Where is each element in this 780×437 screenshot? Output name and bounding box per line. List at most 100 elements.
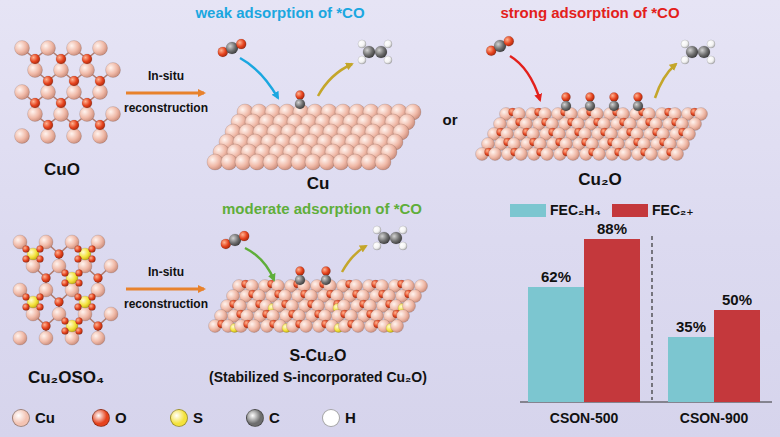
atom-swatch <box>170 409 188 427</box>
atom-sphere <box>55 250 64 259</box>
atom-sphere <box>94 322 103 331</box>
legend-text: Cu <box>35 409 55 426</box>
label-text: 50% <box>722 291 752 308</box>
atom-sphere <box>295 99 305 109</box>
atom-sphere <box>296 91 305 100</box>
atom-sphere <box>28 63 43 78</box>
atom-sphere <box>15 41 30 56</box>
atom-swatch <box>322 409 340 427</box>
atom-sphere <box>28 107 43 122</box>
atom-sphere <box>300 320 313 333</box>
label-text: Cu₂OSO₄ <box>28 368 104 388</box>
atom-sphere <box>277 154 293 170</box>
atom-swatch <box>246 409 264 427</box>
chart-divider <box>651 236 652 400</box>
atom-sphere <box>69 76 79 86</box>
atom-sphere <box>104 307 118 321</box>
atom-sphere <box>37 294 44 301</box>
label-text: CSON-900 <box>680 410 748 426</box>
atom-sphere <box>95 76 105 86</box>
label-text: 35% <box>676 318 706 335</box>
legend-swatch <box>510 204 546 217</box>
atom-sphere <box>375 46 387 58</box>
atom-sphere <box>13 331 27 345</box>
atom-sphere <box>681 40 689 48</box>
label-text: In-situ <box>148 70 184 84</box>
atom-sphere <box>378 232 390 244</box>
atom-sphere <box>384 56 392 64</box>
legend-text: C <box>269 409 280 426</box>
atom-sphere <box>23 294 30 301</box>
label-text: Cu₂O <box>578 170 621 190</box>
atom-sphere <box>76 270 83 277</box>
reaction-arrow <box>655 64 676 98</box>
atom-sphere <box>30 54 40 64</box>
atom-sphere <box>352 320 365 333</box>
bar-c2plus <box>584 239 640 402</box>
atom-sphere <box>80 63 95 78</box>
atom-sphere <box>82 54 92 64</box>
legend-text: H <box>345 409 356 426</box>
label-text: 88% <box>597 220 627 237</box>
atom-sphere <box>54 63 69 78</box>
atom-sphere <box>384 40 392 48</box>
legend-text: O <box>115 409 127 426</box>
atom-sphere <box>373 226 381 234</box>
atom-sphere <box>361 154 377 170</box>
atom-sphere <box>75 246 82 253</box>
atom-sphere <box>30 98 40 108</box>
atom-sphere <box>399 242 407 250</box>
reaction-arrow <box>510 56 540 100</box>
atom-swatch <box>92 409 110 427</box>
atom-sphere <box>76 328 83 335</box>
label-text: (Stabilized S-incorporated Cu₂O) <box>209 369 427 385</box>
atom-sphere <box>41 41 56 56</box>
atom-sphere <box>707 40 715 48</box>
atom-sphere <box>39 331 53 345</box>
atom-sphere <box>55 298 64 307</box>
atom-sphere <box>106 107 121 122</box>
atom-sphere <box>249 154 265 170</box>
label-text: 62% <box>541 268 571 285</box>
reaction-arrow <box>245 248 274 280</box>
atom-sphere <box>221 154 237 170</box>
atom-sphere <box>609 101 619 111</box>
atom-sphere <box>686 46 698 58</box>
atom-sphere <box>43 120 53 130</box>
label-text: In-situ <box>148 266 184 280</box>
atom-sphere <box>296 267 305 276</box>
atom-sphere <box>41 129 56 144</box>
atom-sphere <box>322 267 331 276</box>
label-text: Cu <box>307 174 330 194</box>
atom-sphere <box>41 85 56 100</box>
reconstruction-arrow <box>126 288 204 291</box>
atom-sphere <box>236 39 246 49</box>
atom-sphere <box>67 85 82 100</box>
atom-sphere <box>610 93 619 102</box>
label-text: or <box>443 111 458 128</box>
label-text: reconstruction <box>124 102 208 116</box>
atom-sphere <box>56 54 66 64</box>
bar-c2plus <box>714 310 760 402</box>
atom-sphere <box>69 120 79 130</box>
atom-sphere <box>319 154 335 170</box>
atom-sphere <box>504 36 514 46</box>
atom-sphere <box>698 46 710 58</box>
atom-sphere <box>37 304 44 311</box>
atom-sphere <box>89 246 96 253</box>
atom-swatch <box>12 409 30 427</box>
atom-sphere <box>373 242 381 250</box>
reaction-arrow <box>240 58 278 98</box>
atom-sphere <box>37 246 44 253</box>
atom-sphere <box>489 148 502 161</box>
label-text: strong adsorption of *CO <box>500 4 679 21</box>
label-text: reconstruction <box>124 298 208 312</box>
atom-sphere <box>363 46 375 58</box>
atom-sphere <box>56 98 66 108</box>
legend-text: S <box>193 409 203 426</box>
atom-sphere <box>67 41 82 56</box>
atom-sphere <box>75 256 82 263</box>
atom-sphere <box>76 318 83 325</box>
atom-sphere <box>586 93 595 102</box>
atom-sphere <box>358 56 366 64</box>
